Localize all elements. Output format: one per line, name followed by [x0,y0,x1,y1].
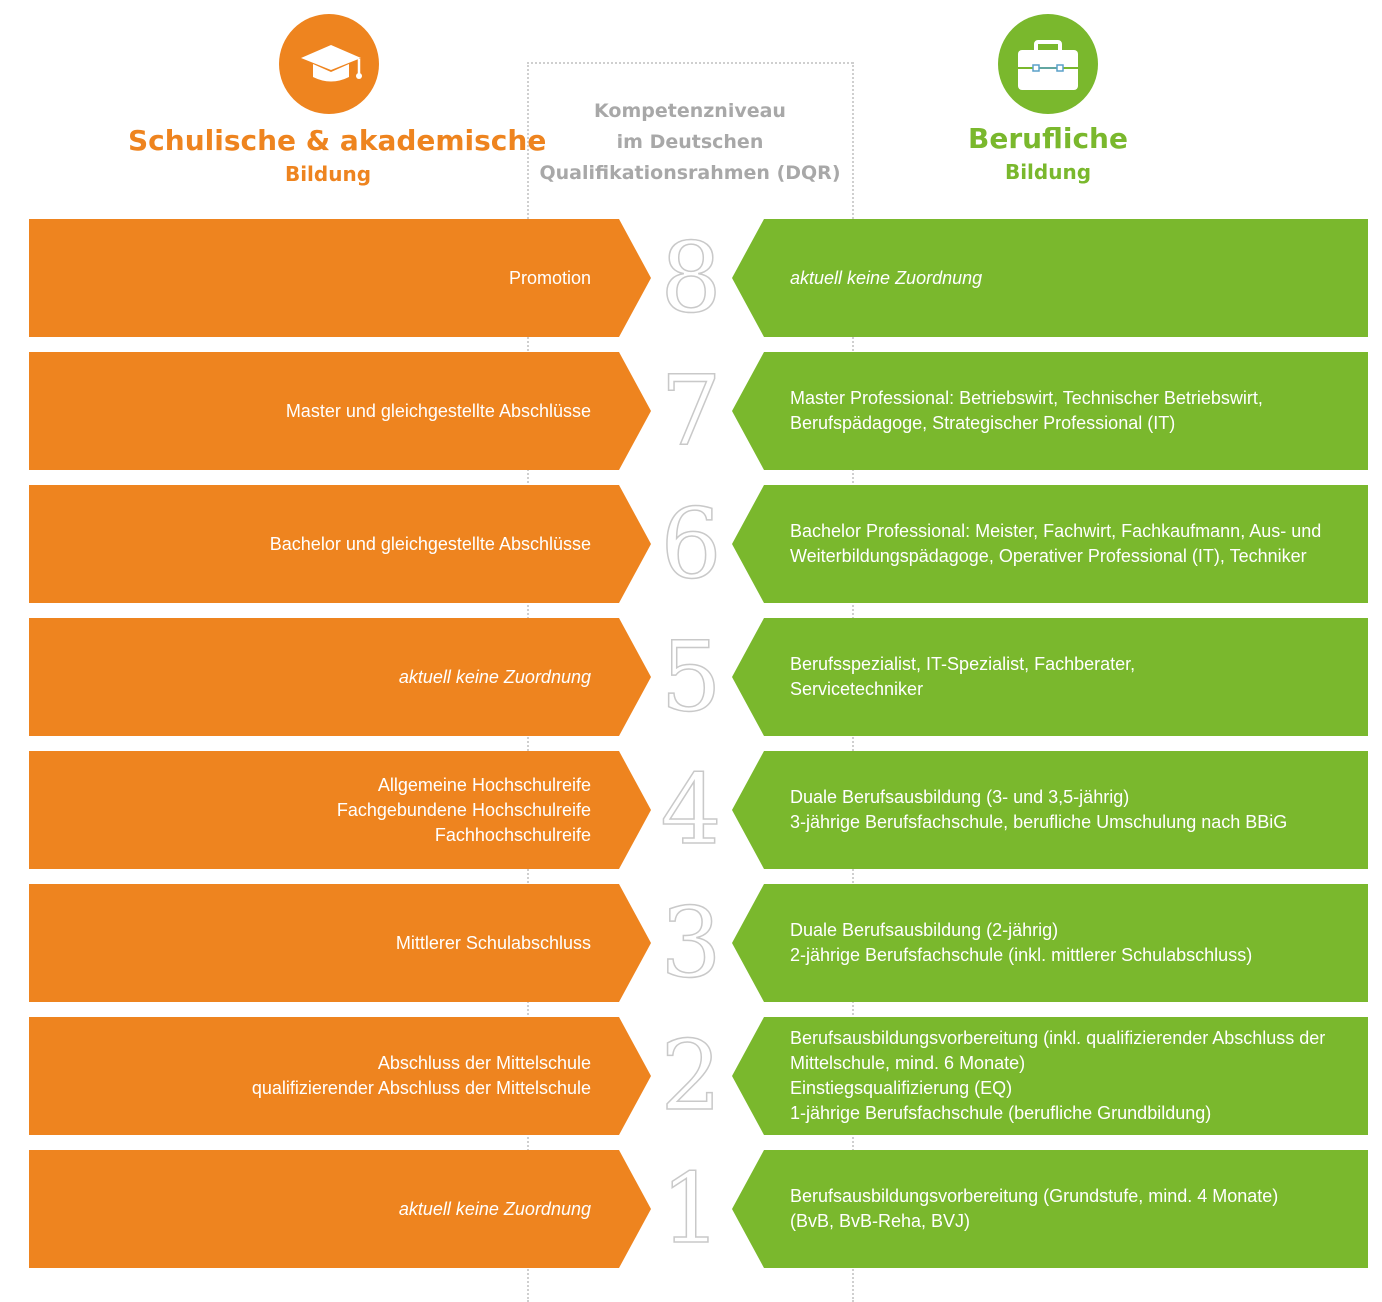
level-row: Master und gleichgestellte Abschlüsse 7 Ma… [0,352,1382,470]
dqr-level-number: 4 [660,753,723,867]
vocational-education-line: Duale Berufsausbildung (3- und 3,5-jähri… [790,787,1130,807]
vocational-education-arrow: Berufsausbildungsvorbereitung (inkl. qua… [732,1017,1368,1135]
school-education-line: Bachelor und gleichgestellte Abschlüsse [269,533,591,554]
vocational-education-line: Berufsausbildungsvorbereitung (inkl. qua… [790,1028,1326,1048]
school-education-line: Allgemeine Hochschulreife [377,774,591,795]
vocational-education-line: Weiterbildungspädagoge, Operativer Profe… [790,546,1307,566]
graduation-cap-icon [279,14,379,114]
vocational-education-line: 3-jährige Berufsfachschule, berufliche U… [790,812,1288,832]
vocational-education-arrow: Duale Berufsausbildung (2-jährig) 2-jähri… [732,884,1368,1002]
school-education-arrow: Promotion [29,219,651,337]
vocational-education-text: Berufsspezialist, IT-Spezialist, Fachber… [790,618,1350,736]
left-column-title: Schulische & akademische [128,124,547,157]
vocational-education-line: Mittelschule, mind. 6 Monate) [790,1053,1026,1073]
school-education-line: Mittlerer Schulabschluss [395,932,591,953]
left-column-subtitle: Bildung [284,162,372,186]
vocational-education-arrow: aktuell keine Zuordnung [732,219,1368,337]
school-education-text: Mittlerer Schulabschluss [396,884,591,1002]
level-row: Bachelor und gleichgestellte Abschlüsse 6… [0,485,1382,603]
vocational-education-text: Duale Berufsausbildung (3- und 3,5-jähri… [790,751,1350,869]
school-education-arrow: aktuell keine Zuordnung [29,618,651,736]
vocational-education-line: Einstiegsqualifizierung (EQ) [790,1078,1013,1098]
vocational-education-arrow: Berufsspezialist, IT-Spezialist, Fachber… [732,618,1368,736]
vocational-education-line: Servicetechniker [790,679,924,699]
level-row: Promotion 8 aktuell keine Zuordnung [0,219,1382,337]
center-column-top-border [527,62,853,64]
dqr-level-number: 6 [660,487,723,601]
vocational-education-text: Master Professional: Betriebswirt, Techn… [790,352,1350,470]
vocational-education-text: aktuell keine Zuordnung [790,219,1350,337]
level-row: Abschluss der Mittelschule qualifizierend… [0,1017,1382,1135]
center-column-heading: Kompetenzniveau im Deutschen Qualifikati… [527,96,853,189]
vocational-education-line: 1-jährige Berufsfachschule (berufliche G… [790,1103,1212,1123]
vocational-education-text: Berufsausbildungsvorbereitung (inkl. qua… [790,1017,1350,1135]
school-education-line: aktuell keine Zuordnung [398,1198,591,1219]
vocational-education-arrow: Bachelor Professional: Meister, Fachwirt… [732,485,1368,603]
dqr-level-number: 3 [660,886,723,1000]
center-heading-line: Qualifikationsrahmen (DQR) [539,162,841,184]
school-education-arrow: Master und gleichgestellte Abschlüsse [29,352,651,470]
briefcase-icon [998,14,1098,114]
right-column-title: Berufliche [968,122,1128,155]
school-education-line: Abschluss der Mittelschule [377,1053,591,1073]
school-education-line: Fachgebundene Hochschulreife [336,799,591,820]
center-heading-line: im Deutschen [616,131,764,153]
school-education-text: Abschluss der Mittelschule qualifizierend… [252,1017,591,1135]
dqr-level-number: 5 [660,620,723,734]
vocational-education-line: aktuell keine Zuordnung [790,267,983,288]
school-education-text: Bachelor und gleichgestellte Abschlüsse [270,485,591,603]
dqr-level-number: 2 [660,1019,723,1133]
vocational-education-line: 2-jährige Berufsfachschule (inkl. mittle… [790,945,1253,965]
right-column-subtitle: Bildung [1004,160,1092,184]
dqr-level-number: 8 [660,221,723,335]
dqr-level-number: 7 [660,354,723,468]
school-education-line: Promotion [508,267,591,288]
vocational-education-text: Bachelor Professional: Meister, Fachwirt… [790,485,1350,603]
school-education-arrow: Abschluss der Mittelschule qualifizierend… [29,1017,651,1135]
school-education-text: aktuell keine Zuordnung [399,1150,591,1268]
level-row: Mittlerer Schulabschluss 3 Duale Berufsaus… [0,884,1382,1002]
vocational-education-arrow: Berufsausbildungsvorbereitung (Grundstuf… [732,1150,1368,1268]
school-education-line: aktuell keine Zuordnung [398,666,591,687]
vocational-education-line: Berufsausbildungsvorbereitung (Grundstuf… [790,1186,1279,1206]
center-heading-line: Kompetenzniveau [594,100,786,122]
school-education-line: Fachhochschulreife [434,824,591,845]
school-education-text: aktuell keine Zuordnung [399,618,591,736]
vocational-education-line: Duale Berufsausbildung (2-jährig) [790,920,1059,940]
level-row: aktuell keine Zuordnung 5 Berufsspezialist… [0,618,1382,736]
school-education-line: Master und gleichgestellte Abschlüsse [285,400,591,421]
vocational-education-line: Master Professional: Betriebswirt, Techn… [790,388,1263,408]
vocational-education-text: Duale Berufsausbildung (2-jährig) 2-jähri… [790,884,1350,1002]
vocational-education-line: (BvB, BvB-Reha, BVJ) [790,1211,971,1231]
school-education-line: qualifizierender Abschluss der Mittelsch… [251,1078,591,1098]
school-education-text: Promotion [509,219,591,337]
vocational-education-line: Bachelor Professional: Meister, Fachwirt… [790,521,1322,541]
vocational-education-line: Berufspädagoge, Strategischer Profession… [790,413,1176,433]
vocational-education-arrow: Master Professional: Betriebswirt, Techn… [732,352,1368,470]
vocational-education-text: Berufsausbildungsvorbereitung (Grundstuf… [790,1150,1350,1268]
level-row: aktuell keine Zuordnung 1 Berufsausbildung… [0,1150,1382,1268]
vocational-education-line: Berufsspezialist, IT-Spezialist, Fachber… [790,654,1136,674]
school-education-arrow: Bachelor und gleichgestellte Abschlüsse [29,485,651,603]
dqr-level-number: 1 [660,1152,723,1266]
school-education-arrow: aktuell keine Zuordnung [29,1150,651,1268]
vocational-education-arrow: Duale Berufsausbildung (3- und 3,5-jähri… [732,751,1368,869]
school-education-arrow: Mittlerer Schulabschluss [29,884,651,1002]
school-education-text: Master und gleichgestellte Abschlüsse [286,352,591,470]
